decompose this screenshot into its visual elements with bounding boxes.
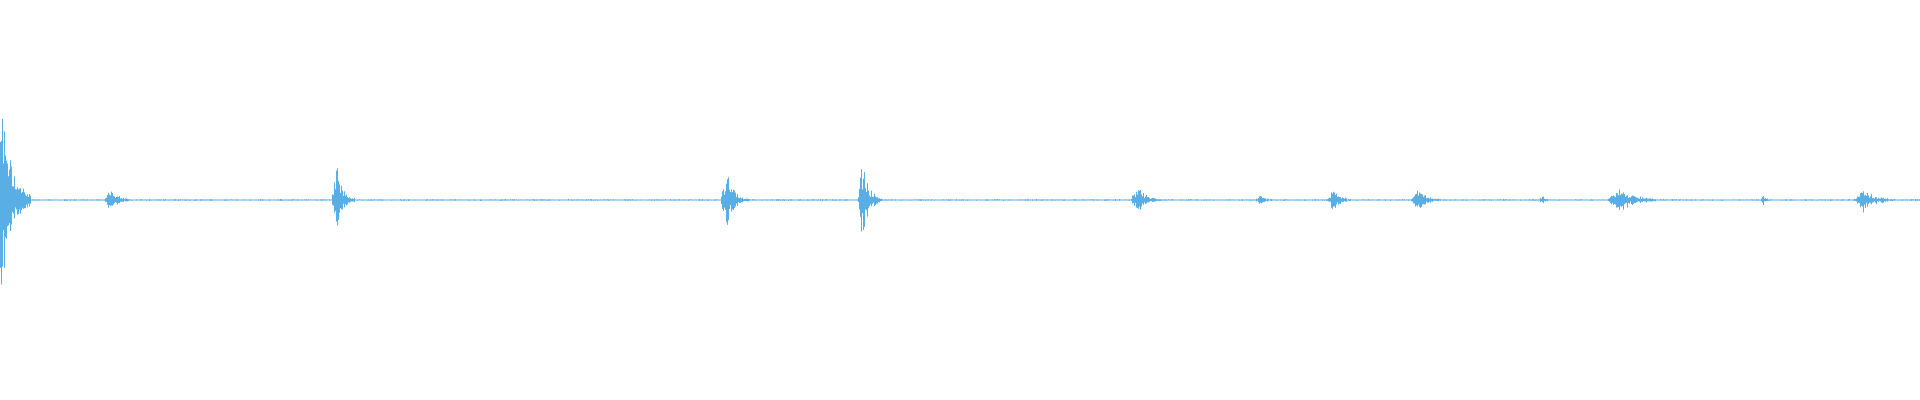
waveform-envelope xyxy=(0,118,1920,285)
waveform-samples xyxy=(0,118,1920,285)
